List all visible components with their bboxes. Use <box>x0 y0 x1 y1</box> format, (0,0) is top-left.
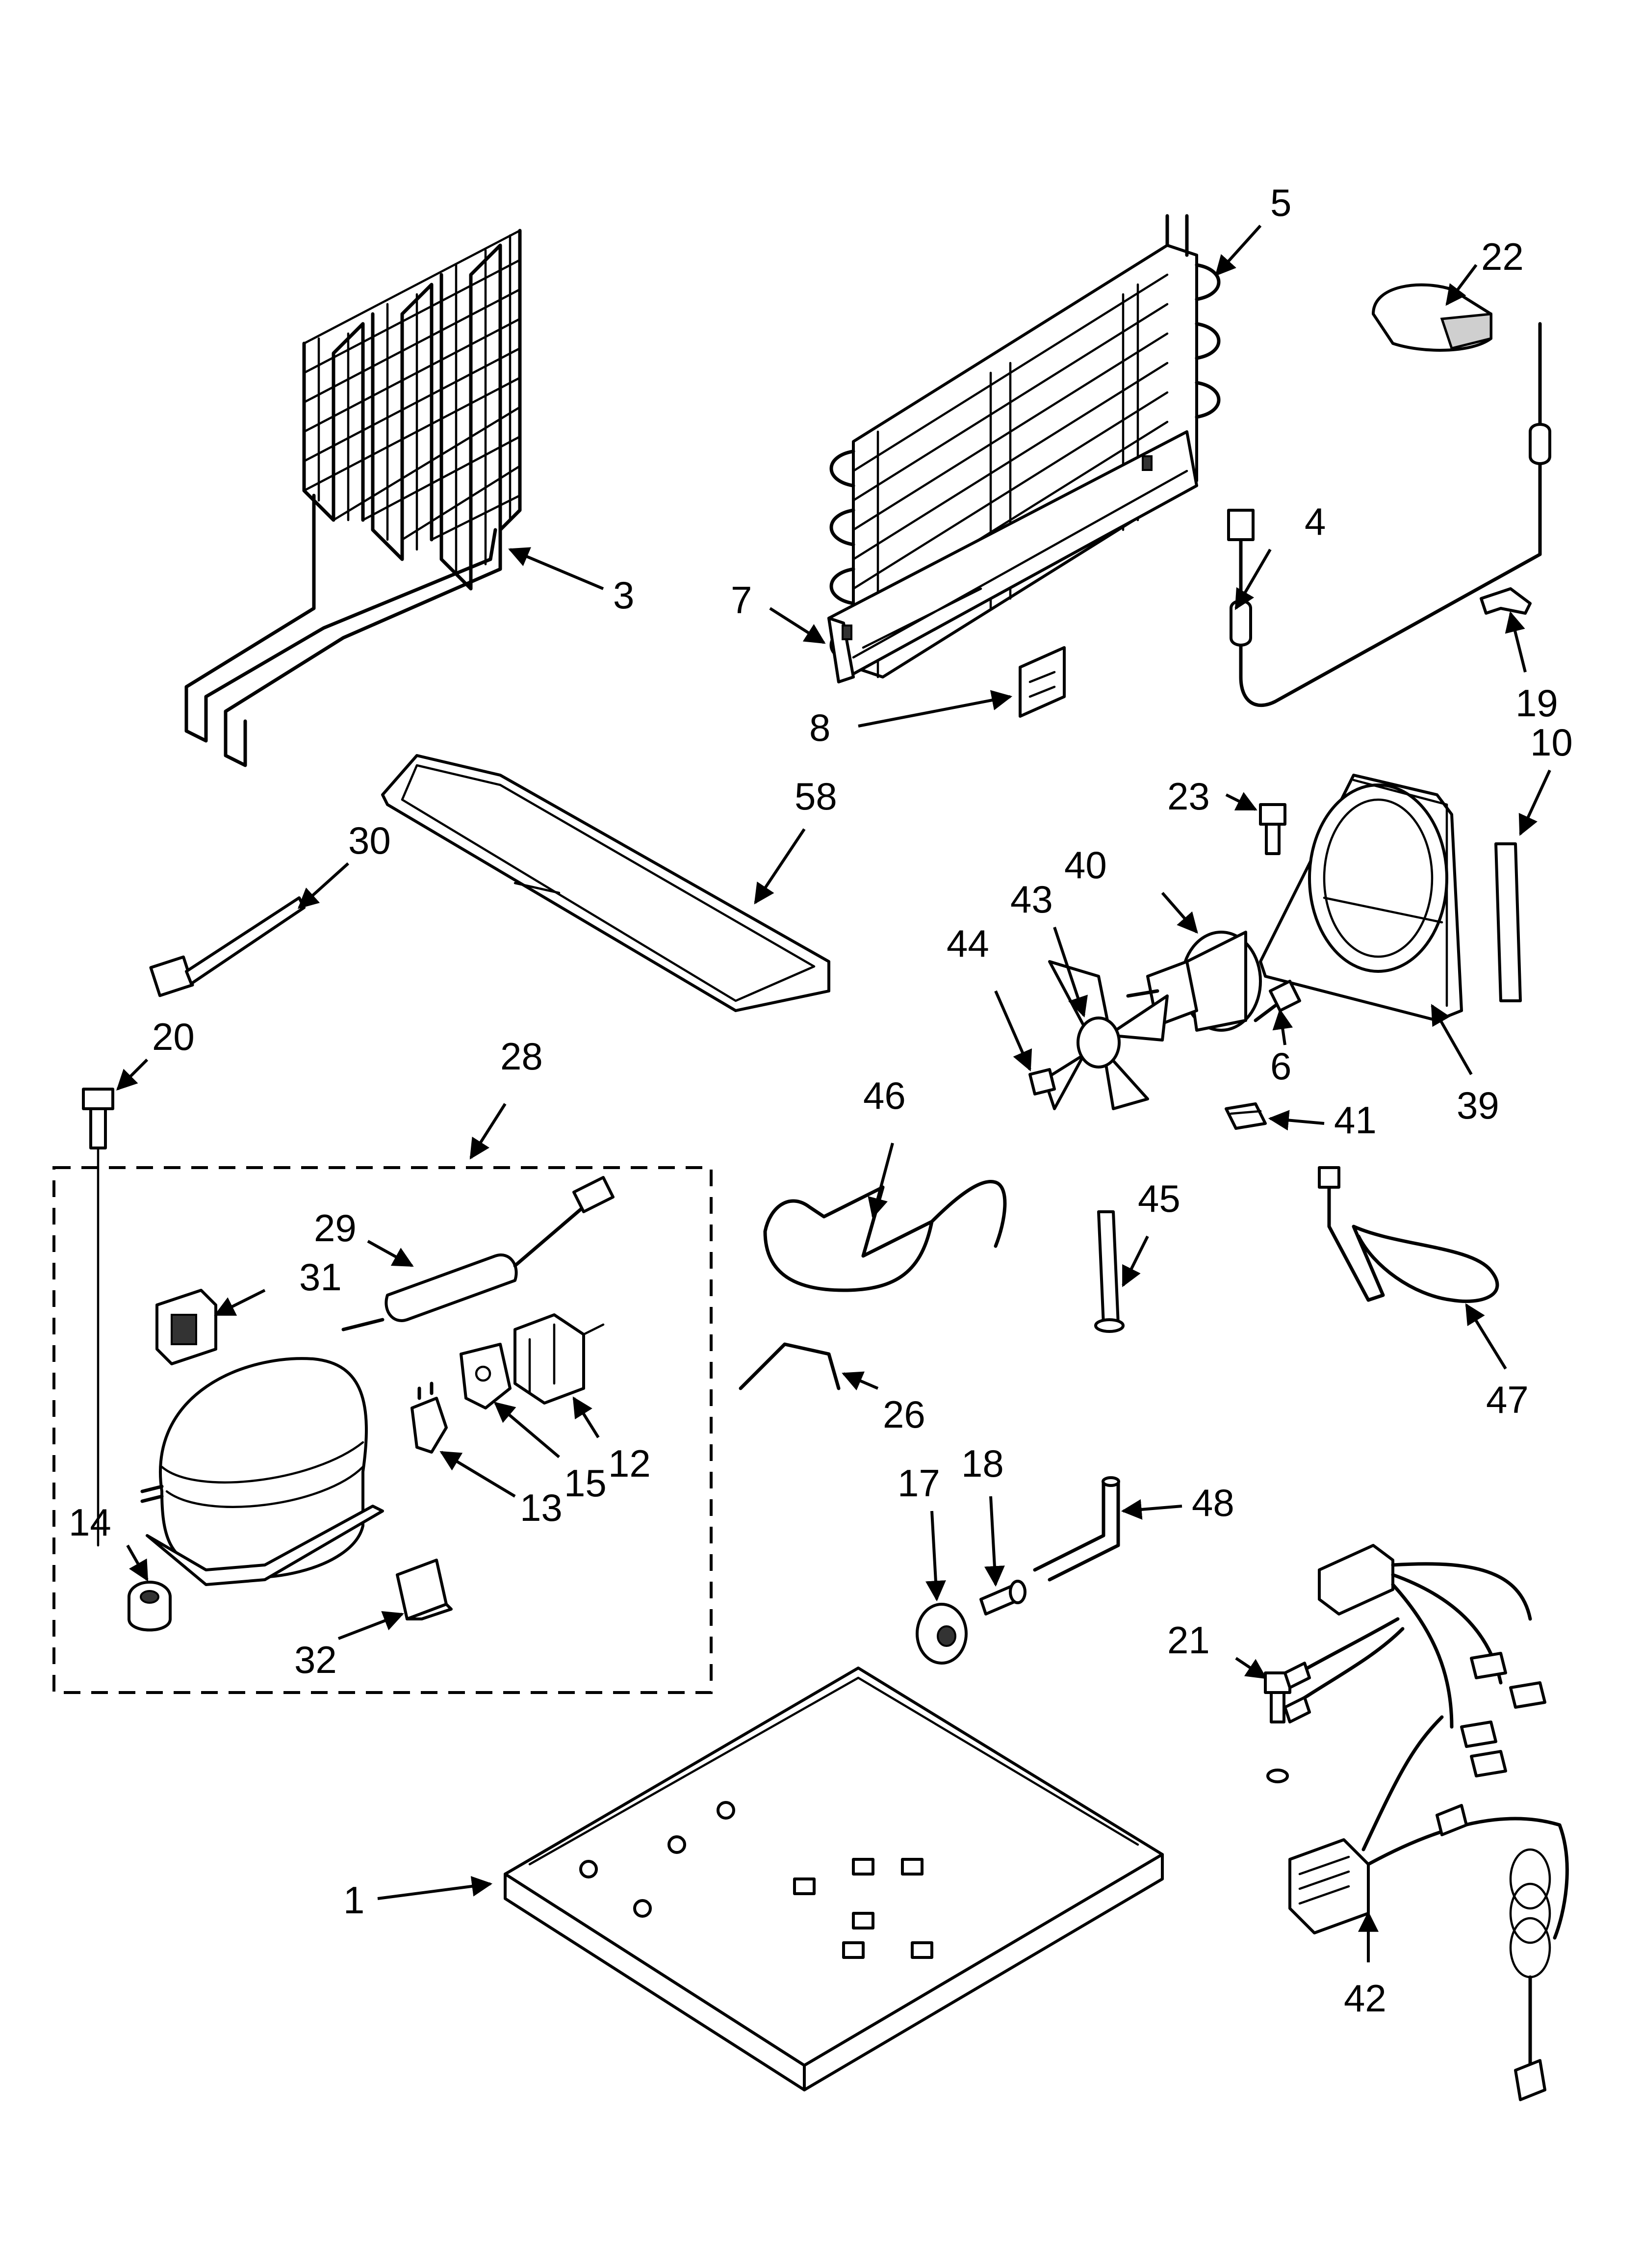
callout-42: 42 <box>1344 1977 1386 2020</box>
callout-26: 26 <box>883 1393 925 1436</box>
grommet <box>128 1581 172 1632</box>
clip <box>1480 587 1532 615</box>
callout-45: 45 <box>1138 1177 1180 1220</box>
callout-43: 43 <box>1010 878 1053 921</box>
callout-20: 20 <box>152 1015 195 1058</box>
callout-28: 28 <box>500 1035 543 1078</box>
callout-21: 21 <box>1167 1618 1210 1662</box>
screw-20 <box>82 1088 114 1547</box>
callout-12: 12 <box>608 1442 651 1485</box>
callout-labels: 1 3 4 5 6 7 8 10 12 13 14 15 17 18 19 20… <box>69 181 1573 2020</box>
callout-58: 58 <box>795 775 837 818</box>
callout-10: 10 <box>1530 721 1573 764</box>
callout-1: 1 <box>343 1878 364 1922</box>
callout-18: 18 <box>961 1442 1004 1485</box>
tube-47 <box>1318 1166 1499 1303</box>
bracket <box>1019 646 1066 718</box>
callout-19: 19 <box>1515 681 1558 725</box>
callout-44: 44 <box>947 922 989 965</box>
blade-retainer <box>1028 1068 1056 1095</box>
relay-cover <box>155 1289 217 1365</box>
callout-5: 5 <box>1270 181 1291 224</box>
callout-13: 13 <box>520 1486 563 1529</box>
cable-tie <box>149 896 306 997</box>
callout-47: 47 <box>1486 1378 1529 1421</box>
compressor-kit-box <box>52 1166 713 1694</box>
callout-15: 15 <box>564 1461 607 1505</box>
axle <box>979 1580 1026 1616</box>
spring-wire <box>739 1342 841 1390</box>
callout-32: 32 <box>294 1638 337 1681</box>
callout-6: 6 <box>1270 1044 1291 1088</box>
start-device <box>460 1343 512 1409</box>
motor-grommet <box>1225 1102 1267 1130</box>
pin <box>1094 1210 1125 1333</box>
screw-23 <box>1259 803 1286 855</box>
callout-4: 4 <box>1305 500 1326 543</box>
callout-14: 14 <box>69 1501 111 1544</box>
foam-strip <box>1494 842 1522 1002</box>
callout-17: 17 <box>898 1461 940 1505</box>
callout-23: 23 <box>1167 775 1210 818</box>
cap <box>1372 283 1492 352</box>
screw-6 <box>1254 980 1301 1022</box>
callout-8: 8 <box>809 706 830 749</box>
evaporator-drain-tray <box>827 430 1198 683</box>
fan-shroud <box>1259 774 1463 1022</box>
callout-46: 46 <box>863 1074 906 1117</box>
callout-29: 29 <box>314 1206 357 1250</box>
tube-48 <box>1033 1476 1120 1582</box>
callout-22: 22 <box>1481 235 1524 278</box>
filter-drier <box>341 1176 615 1331</box>
fan-motor <box>1126 931 1262 1032</box>
callout-39: 39 <box>1457 1084 1499 1127</box>
condenser-coil <box>184 229 522 767</box>
capacitor <box>396 1559 453 1620</box>
callout-48: 48 <box>1192 1481 1234 1524</box>
drain-pan <box>381 754 830 1012</box>
compressor <box>140 1357 384 1586</box>
callout-7: 7 <box>731 578 752 622</box>
screw-21 <box>1264 1671 1291 1783</box>
roller <box>916 1603 968 1665</box>
leader-lines <box>116 224 1551 1962</box>
callout-3: 3 <box>613 574 634 617</box>
relay <box>513 1313 605 1405</box>
callout-30: 30 <box>348 819 391 862</box>
overload-terminal <box>410 1382 448 1454</box>
base-frame <box>504 1667 1164 2091</box>
thermistor-wire <box>1227 322 1551 707</box>
callout-31: 31 <box>299 1255 342 1299</box>
tube-46 <box>763 1180 1007 1292</box>
wire-harness <box>1283 1544 1569 2101</box>
callout-40: 40 <box>1064 843 1107 886</box>
callout-41: 41 <box>1334 1098 1377 1142</box>
